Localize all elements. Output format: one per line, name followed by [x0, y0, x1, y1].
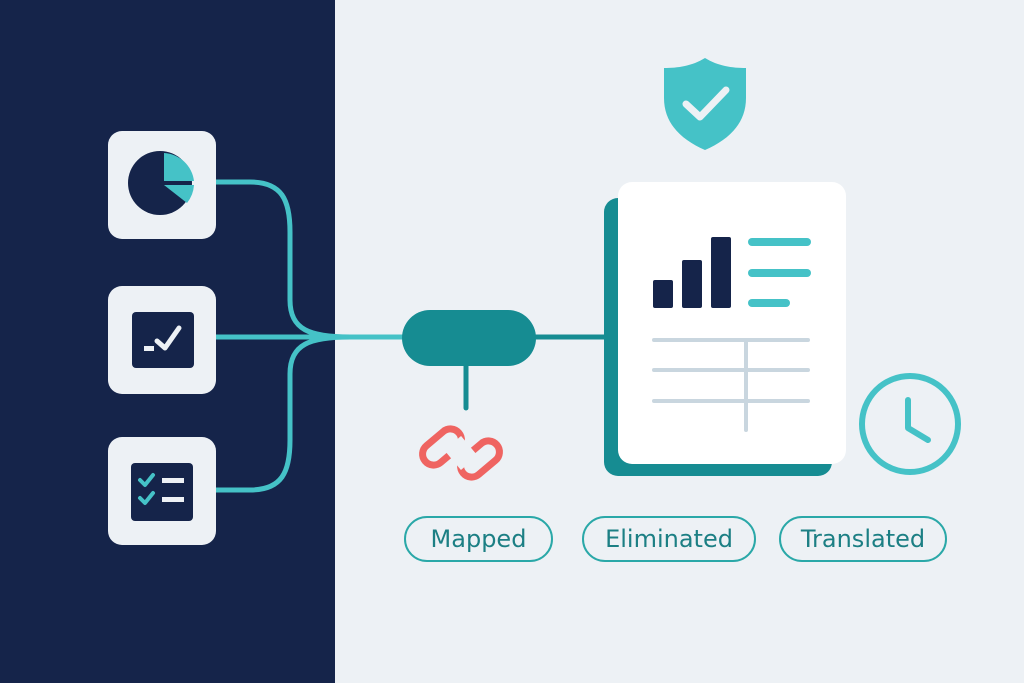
shield-check-icon	[664, 58, 746, 150]
source-tile-checklist	[108, 437, 216, 545]
document-page	[618, 182, 846, 464]
source-tile-pie-chart	[108, 131, 216, 239]
status-pill-mapped: Mapped	[404, 516, 553, 562]
connector-line-bottom	[213, 334, 353, 493]
check-window-icon	[132, 312, 194, 368]
table-lines	[652, 338, 810, 432]
checklist-icon	[131, 463, 193, 521]
report-document	[604, 182, 846, 476]
status-pill-translated: Translated	[779, 516, 947, 562]
status-pill-eliminated: Eliminated	[582, 516, 756, 562]
pie-chart-icon	[128, 151, 194, 215]
text-lines-icon	[748, 238, 811, 307]
clock-icon	[859, 373, 961, 475]
bar-chart-icon	[653, 237, 731, 308]
broken-link-icon	[419, 425, 503, 481]
connector-line-top	[213, 179, 353, 340]
source-tile-check-window	[108, 286, 216, 394]
connector-node	[402, 310, 536, 366]
